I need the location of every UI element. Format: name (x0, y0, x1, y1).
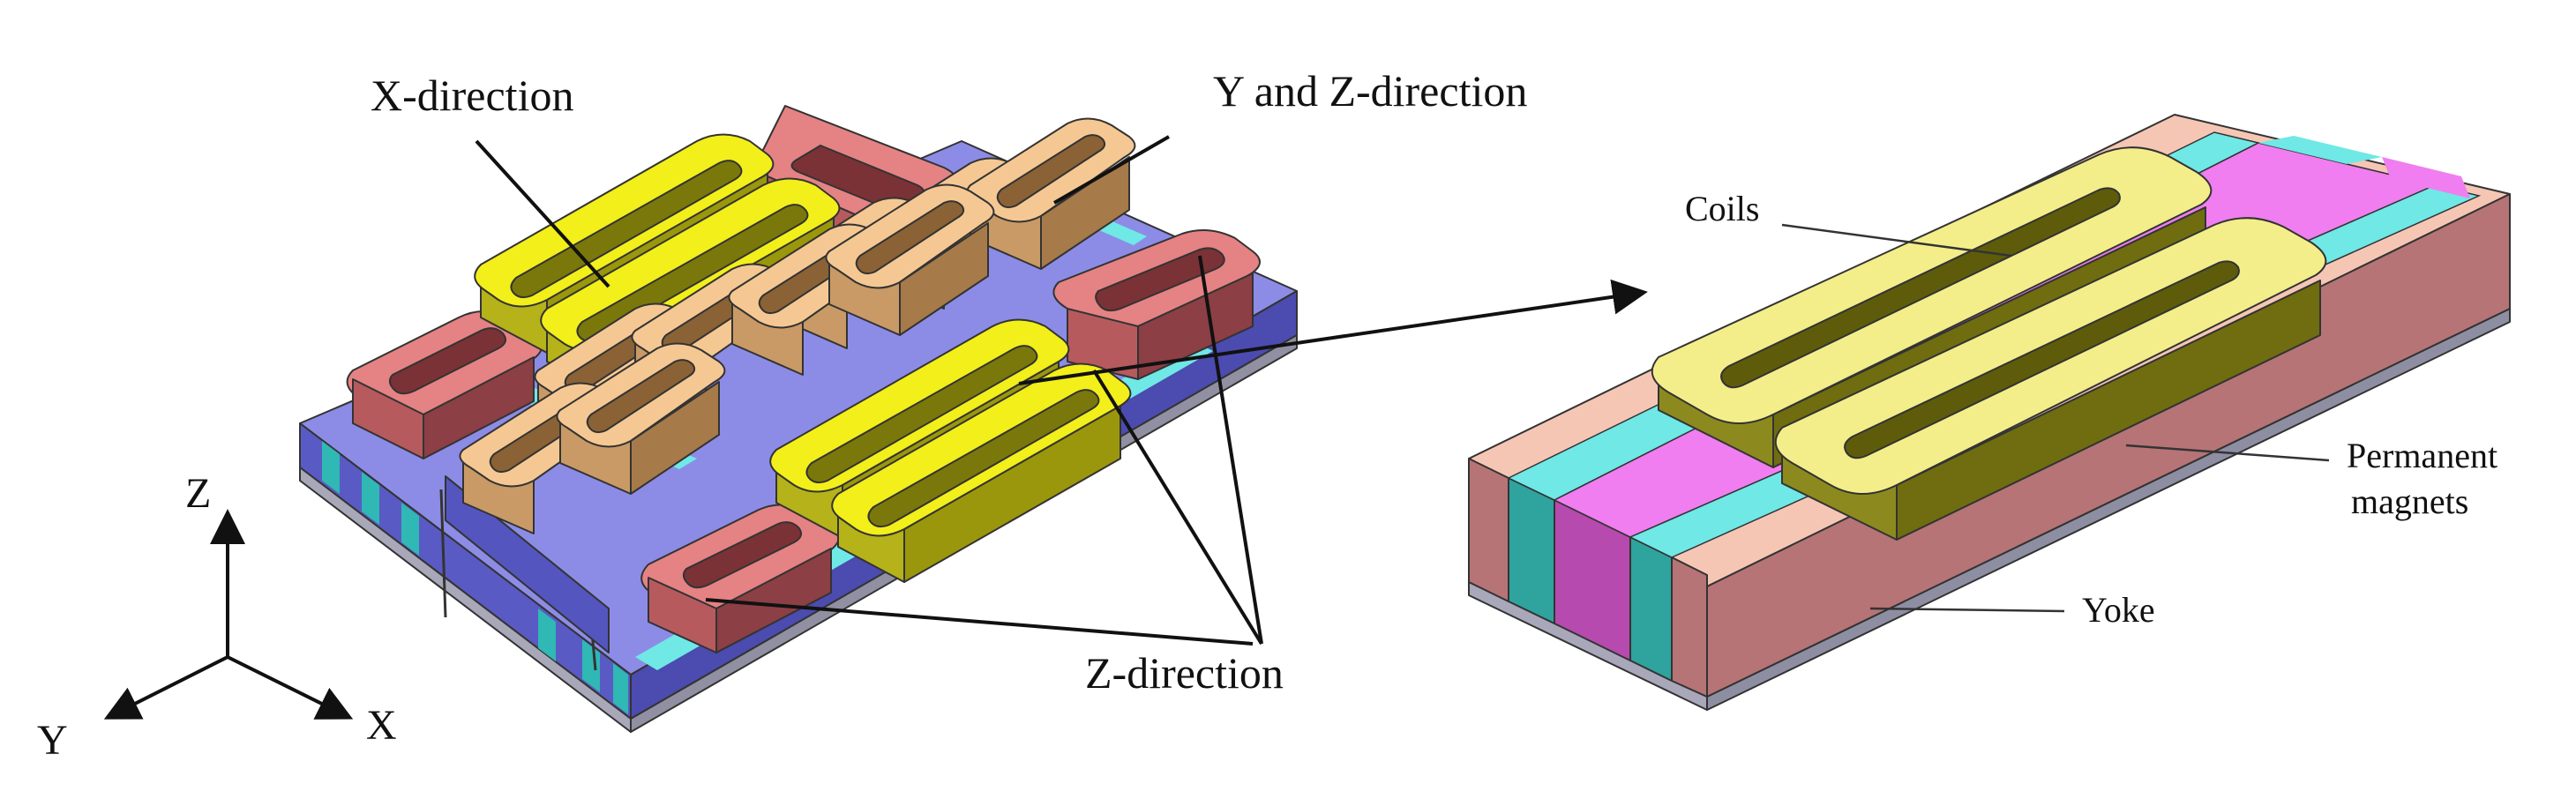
left-assembly: X-direction Y and Z-direction Z-directio… (299, 66, 1648, 733)
coordinate-axes: Z Y X (37, 470, 397, 764)
yoke-label: Yoke (2082, 590, 2155, 630)
x-direction-leader (475, 139, 610, 288)
permanent-magnets-label-line2: magnets (2351, 482, 2468, 521)
coils-label: Coils (1685, 189, 1759, 228)
axis-x-label: X (366, 702, 397, 749)
yz-direction-leader (1053, 135, 1170, 205)
y-and-z-direction-label: Y and Z-direction (1213, 66, 1527, 116)
z-direction-leader-right (1198, 255, 1263, 645)
z-direction-leader-front (705, 598, 1254, 646)
x-direction-label: X-direction (371, 71, 573, 120)
detail-arrow (1018, 279, 1648, 385)
axis-y-label: Y (37, 717, 68, 764)
right-detail: Coils Permanent magnets Yoke (1468, 114, 2511, 711)
coils-leader (1781, 223, 2012, 258)
yoke-leader (1869, 607, 2065, 613)
z-coil-right (1052, 229, 1261, 380)
z-direction-label: Z-direction (1085, 648, 1284, 698)
axis-z-label: Z (185, 470, 211, 517)
yz-coil-front-row (459, 342, 726, 534)
yz-coil-middle-row (534, 183, 995, 455)
detail-coil-front (1774, 217, 2327, 541)
z-direction-leader-mid (1092, 369, 1263, 646)
z-coil-front (640, 504, 840, 653)
z-coil-left (346, 310, 543, 459)
permanent-magnets-leader (2125, 444, 2330, 462)
permanent-magnets-label-line1: Permanent (2347, 436, 2497, 475)
x-coil-front-pair (769, 318, 1132, 583)
